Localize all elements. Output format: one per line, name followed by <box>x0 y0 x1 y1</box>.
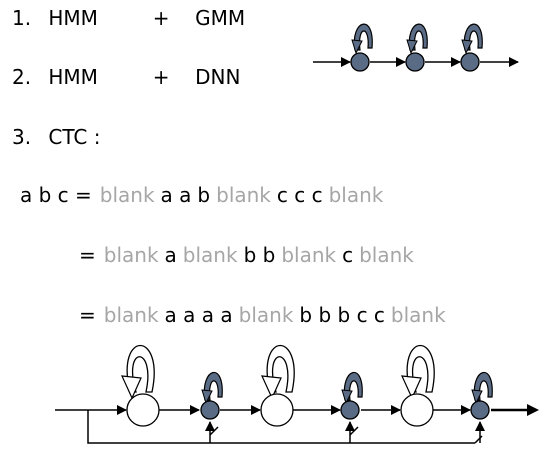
item-2: 2. HMM + DNN <box>12 65 240 89</box>
item-3-label: CTC : <box>48 125 101 149</box>
label-self-loop <box>471 372 493 405</box>
blank-state <box>400 393 434 427</box>
label-state-c <box>470 400 490 420</box>
blank-state <box>260 393 294 427</box>
item-2-left: HMM <box>48 65 98 89</box>
label-state-a <box>200 400 220 420</box>
label-token: c <box>342 243 354 267</box>
ctc-prefix: = <box>79 243 96 267</box>
blank-token: blank <box>216 183 271 207</box>
item-3: 3. CTC : <box>12 125 100 149</box>
item-1: 1. HMM + GMM <box>12 6 245 30</box>
blank-token: blank <box>238 303 294 327</box>
blank-token: blank <box>103 243 159 267</box>
item-1-number: 1. <box>12 6 32 30</box>
hmm-chain-small <box>313 23 519 72</box>
blank-token: blank <box>390 303 446 327</box>
blank-token: blank <box>328 183 384 207</box>
label-token: c c c <box>276 183 323 207</box>
self-loop <box>406 23 428 55</box>
self-loop <box>351 23 373 55</box>
blank-token: blank <box>99 183 155 207</box>
blank-token: blank <box>103 303 159 327</box>
item-1-right: GMM <box>195 6 246 30</box>
label-self-loop <box>341 372 363 405</box>
label-self-loop <box>201 372 223 405</box>
label-token: b b b c c <box>299 303 385 327</box>
blank-self-loop <box>261 344 295 400</box>
ctc-prefix: a b c = <box>20 183 92 207</box>
label-token: a a a a <box>164 303 233 327</box>
label-token: a <box>164 243 177 267</box>
ctc-topology <box>55 344 539 444</box>
label-state-b <box>340 400 360 420</box>
label-token: a a <box>160 183 192 207</box>
ctc-prefix: = <box>79 303 96 327</box>
item-1-left: HMM <box>48 6 98 30</box>
self-loop <box>461 23 483 55</box>
hmm-state-2 <box>405 52 425 72</box>
blank-self-loop <box>401 344 435 400</box>
label-token: b <box>197 183 211 207</box>
blank-self-loop <box>121 344 155 400</box>
item-2-number: 2. <box>12 65 32 89</box>
blank-state <box>126 393 160 427</box>
blank-token: blank <box>359 243 414 267</box>
label-token: b b <box>243 243 276 267</box>
item-1-op: + <box>152 6 170 30</box>
blank-token: blank <box>182 243 238 267</box>
item-3-number: 3. <box>12 125 32 149</box>
item-2-op: + <box>152 65 170 89</box>
ctc-skip-line <box>87 410 475 444</box>
hmm-state-3 <box>460 52 480 72</box>
item-2-right: DNN <box>195 65 241 89</box>
blank-token: blank <box>281 243 337 267</box>
hmm-state-1 <box>350 52 370 72</box>
